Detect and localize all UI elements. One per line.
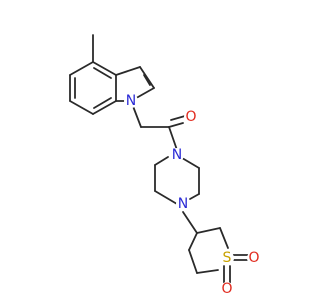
atom-o-carbonyl: O	[184, 109, 198, 125]
bond	[219, 227, 229, 249]
indole-benzene-ring	[69, 61, 117, 115]
bond	[188, 249, 198, 274]
bond	[168, 126, 178, 151]
atom-bg	[184, 110, 198, 124]
atom-n-amine: N	[176, 196, 190, 212]
bond	[69, 100, 94, 115]
label-n-amine: N	[178, 196, 188, 212]
bond	[196, 269, 219, 274]
atom-bg	[247, 251, 261, 265]
piperazine-ring	[154, 154, 200, 205]
atom-bg	[220, 282, 234, 296]
bond	[196, 227, 221, 234]
bond	[115, 66, 141, 76]
bond	[188, 232, 198, 251]
atom-s-sulfone: S	[220, 250, 234, 266]
atom-bg	[170, 148, 184, 162]
bond	[139, 66, 155, 89]
label-s-sulfone: S	[223, 250, 232, 266]
atom-n-amide: N	[170, 147, 184, 163]
acetyl-linker	[130, 100, 186, 151]
sulfone-bonds	[223, 254, 249, 285]
label-o-sulfone-right: O	[248, 250, 259, 266]
molecule-diagram: N O N N S O O	[69, 34, 261, 297]
bond	[170, 115, 186, 121]
bond	[93, 67, 112, 79]
bond	[168, 122, 184, 128]
label-n-indole: N	[126, 93, 136, 109]
bond	[92, 100, 117, 115]
label-n-amide: N	[172, 147, 182, 163]
bond	[182, 211, 198, 234]
label-o-carbonyl: O	[185, 109, 196, 125]
label-o-sulfone-bottom: O	[221, 281, 232, 297]
sulfolane-ring	[188, 227, 229, 274]
atom-bg	[220, 251, 234, 265]
bond	[143, 74, 151, 86]
atom-o-sulfone-right: O	[247, 250, 261, 266]
atom-bg	[124, 94, 138, 108]
bond	[154, 190, 178, 205]
atom-o-sulfone-bottom: O	[220, 281, 234, 297]
bond	[189, 193, 200, 200]
bond	[69, 61, 94, 76]
bond	[92, 61, 117, 76]
atom-n-indole: N	[124, 93, 138, 109]
bond	[93, 97, 112, 109]
bond	[154, 156, 169, 166]
atom-bg	[176, 197, 190, 211]
